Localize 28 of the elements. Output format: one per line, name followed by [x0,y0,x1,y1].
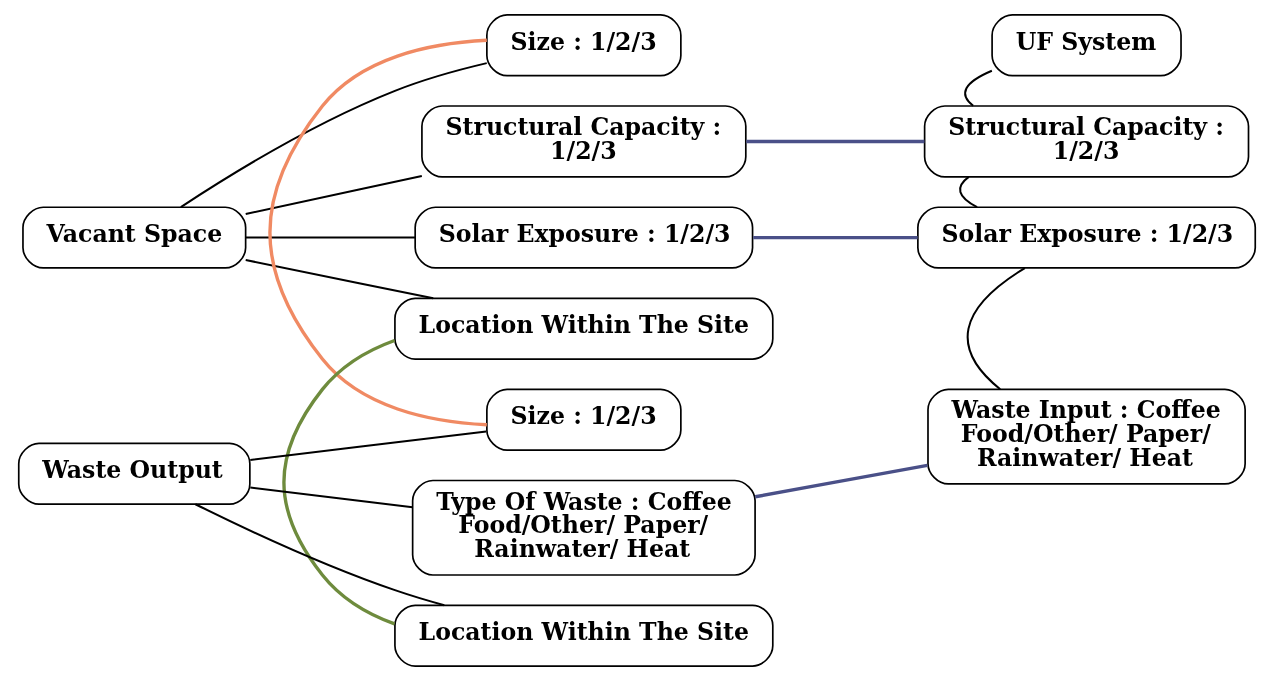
connector [180,62,487,208]
connector [755,463,928,499]
connector [282,338,396,626]
node-box: Structural Capacity : 1/2/3 [421,105,747,178]
node-box: Waste Output [17,442,251,505]
connector [245,236,415,239]
connector [966,267,1026,390]
node-box: UF System [991,14,1182,77]
node-box: Vacant Space [22,206,247,269]
connector [245,175,423,215]
connector [250,486,413,509]
node-box: Solar Exposure : 1/2/3 [414,206,754,269]
node-box: Waste Input : Coffee Food/Other/ Paper/ Rainwater/ Heat [927,388,1246,485]
connector [245,259,434,300]
connector [250,430,487,461]
node-box: Location Within The Site [394,604,774,667]
connector [194,503,445,607]
node-box: Size : 1/2/3 [486,388,682,451]
connector [746,139,925,144]
node-box: Type Of Waste : Coffee Food/Other/ Paper/ Rainwater/ Heat [411,479,756,576]
connector [268,38,487,427]
node-box: Location Within The Site [394,297,774,360]
node-box: Solar Exposure : 1/2/3 [917,206,1257,269]
node-box: Size : 1/2/3 [486,14,682,77]
node-box: Structural Capacity : 1/2/3 [923,105,1250,178]
connector [753,235,918,240]
connector [959,176,978,209]
connector [964,69,993,107]
